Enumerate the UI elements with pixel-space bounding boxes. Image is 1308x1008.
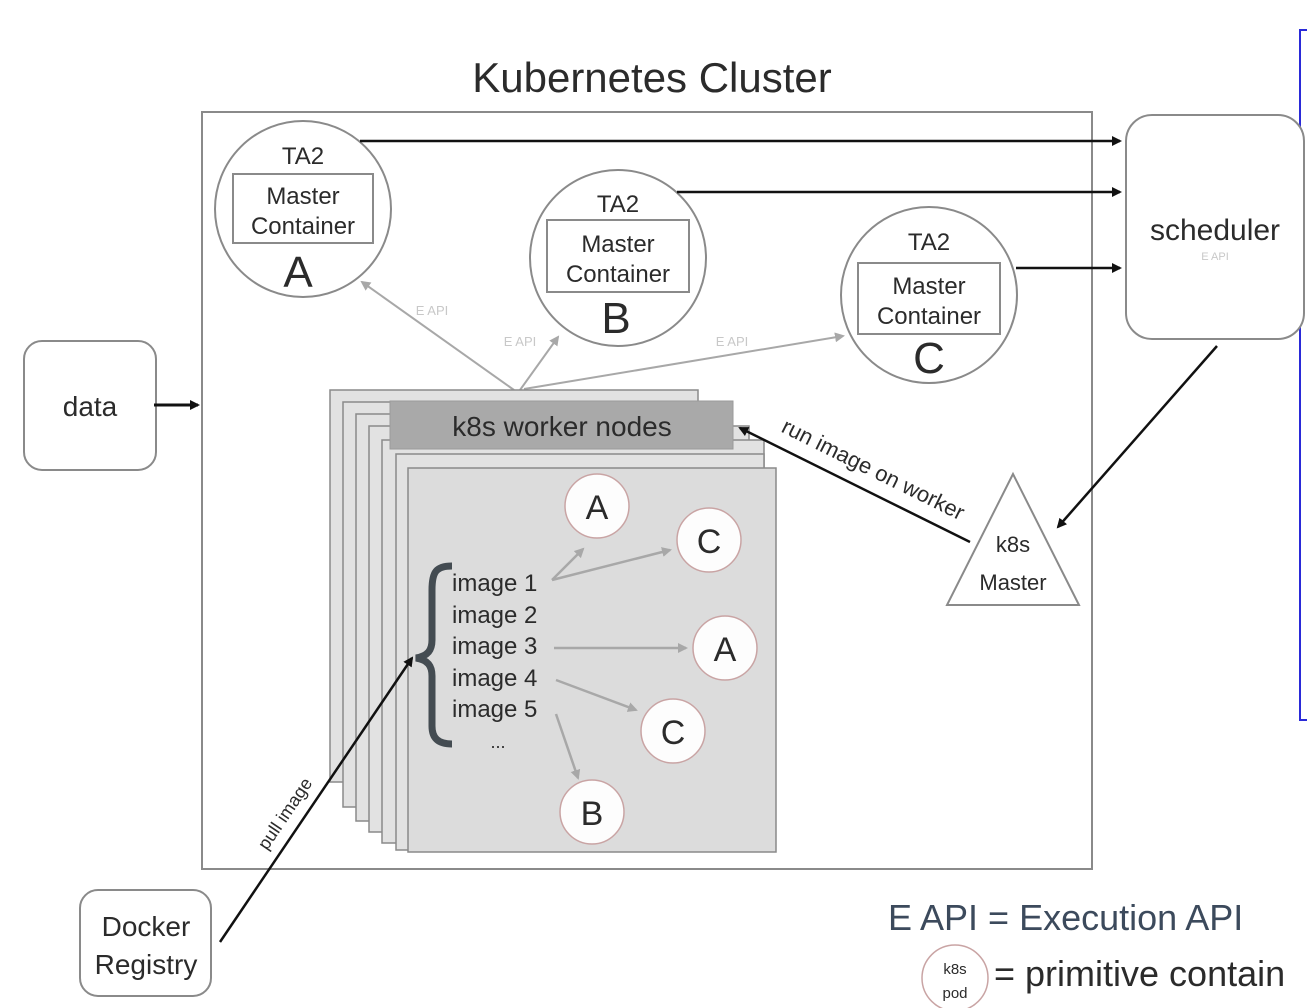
image4-to-pod-c-arrow — [555, 678, 638, 712]
image-list-item: image 5 — [452, 696, 537, 723]
image-list-brace — [415, 562, 453, 748]
ta2-title: TA2 — [282, 143, 324, 170]
k8s-master-label-line1: k8s — [996, 532, 1030, 557]
legend: E API = Execution API k8s pod = primitiv… — [888, 897, 1285, 1008]
eapi-label-b: E API — [504, 334, 537, 349]
image-list: image 1 image 2 image 3 image 4 image 5 … — [452, 570, 537, 752]
image1-to-pod-a-arrow — [551, 547, 585, 581]
eapi-label-c: E API — [716, 334, 749, 349]
legend-pod-line2: pod — [942, 985, 967, 1002]
image-list-item: image 1 — [452, 570, 537, 597]
ta2-letter: A — [283, 248, 313, 297]
pod-b[interactable]: B — [559, 779, 625, 845]
pod-c-1[interactable]: C — [676, 507, 742, 573]
k8s-master-label-line2: Master — [979, 570, 1046, 595]
pod-label: B — [581, 795, 604, 833]
eapi-arrow-a — [360, 280, 515, 391]
diagram-title: Kubernetes Cluster — [472, 54, 832, 101]
run-image-arrow — [738, 426, 971, 544]
image5-to-pod-b-arrow — [554, 713, 581, 780]
master-container-box — [546, 219, 690, 293]
master-container-label-line1: Master — [892, 273, 965, 300]
legend-pod-desc: = primitive contain — [994, 953, 1285, 994]
pod-label: A — [714, 631, 737, 669]
image-list-item: image 2 — [452, 602, 537, 629]
k8s-master[interactable]: k8s Master — [945, 471, 1081, 606]
docker-registry-label-line1: Docker — [102, 911, 191, 942]
pod-label: C — [697, 523, 722, 561]
master-container-label-line2: Container — [877, 303, 981, 330]
ta2-node-c[interactable]: TA2 Master Container C — [840, 206, 1018, 384]
worker-nodes-header-label: k8s worker nodes — [452, 411, 671, 442]
worker-nodes-header — [389, 400, 734, 450]
pull-image-arrow — [218, 656, 414, 943]
pod-a-2[interactable]: A — [692, 615, 758, 681]
ta2-title: TA2 — [908, 229, 950, 256]
pod-c-2[interactable]: C — [640, 698, 706, 764]
data-source-box[interactable]: data — [23, 340, 157, 471]
ta2-title: TA2 — [597, 191, 639, 218]
master-container-label-line2: Container — [251, 213, 355, 240]
ta2-node-a[interactable]: TA2 Master Container A — [214, 120, 392, 298]
master-container-label-line1: Master — [581, 231, 654, 258]
image-list-item: image 4 — [452, 665, 537, 692]
eapi-label-a: E API — [416, 303, 449, 318]
pod-label: C — [661, 714, 686, 752]
master-container-label-line2: Container — [566, 261, 670, 288]
scheduler-sublabel: E API — [1201, 251, 1229, 263]
legend-eapi: E API = Execution API — [888, 897, 1243, 938]
ta2-node-b[interactable]: TA2 Master Container B — [529, 169, 707, 347]
eapi-arrow-c — [523, 332, 845, 390]
image-list-item: image 3 — [452, 633, 537, 660]
data-label: data — [63, 391, 118, 422]
master-container-box — [232, 173, 374, 244]
image1-to-pod-c-arrow — [551, 547, 672, 582]
image-list-ellipsis: ... — [490, 732, 505, 752]
scheduler-label: scheduler — [1150, 214, 1280, 247]
eapi-arrow-b — [519, 335, 560, 391]
pod-a-1[interactable]: A — [564, 473, 630, 539]
master-container-box — [857, 262, 1001, 335]
scheduler-box[interactable]: scheduler E API — [1125, 114, 1305, 340]
legend-pod-line1: k8s — [943, 961, 966, 978]
master-container-label-line1: Master — [266, 183, 339, 210]
docker-registry-label-line2: Registry — [95, 949, 198, 980]
ta2-letter: C — [913, 334, 945, 383]
blue-frame-edge — [1299, 29, 1307, 721]
legend-pod-icon — [921, 944, 989, 1008]
docker-registry-box[interactable]: Docker Registry — [79, 889, 212, 997]
ta2-letter: B — [601, 294, 630, 343]
pod-label: A — [586, 489, 609, 527]
scheduler-to-master-arrow — [1056, 345, 1218, 529]
